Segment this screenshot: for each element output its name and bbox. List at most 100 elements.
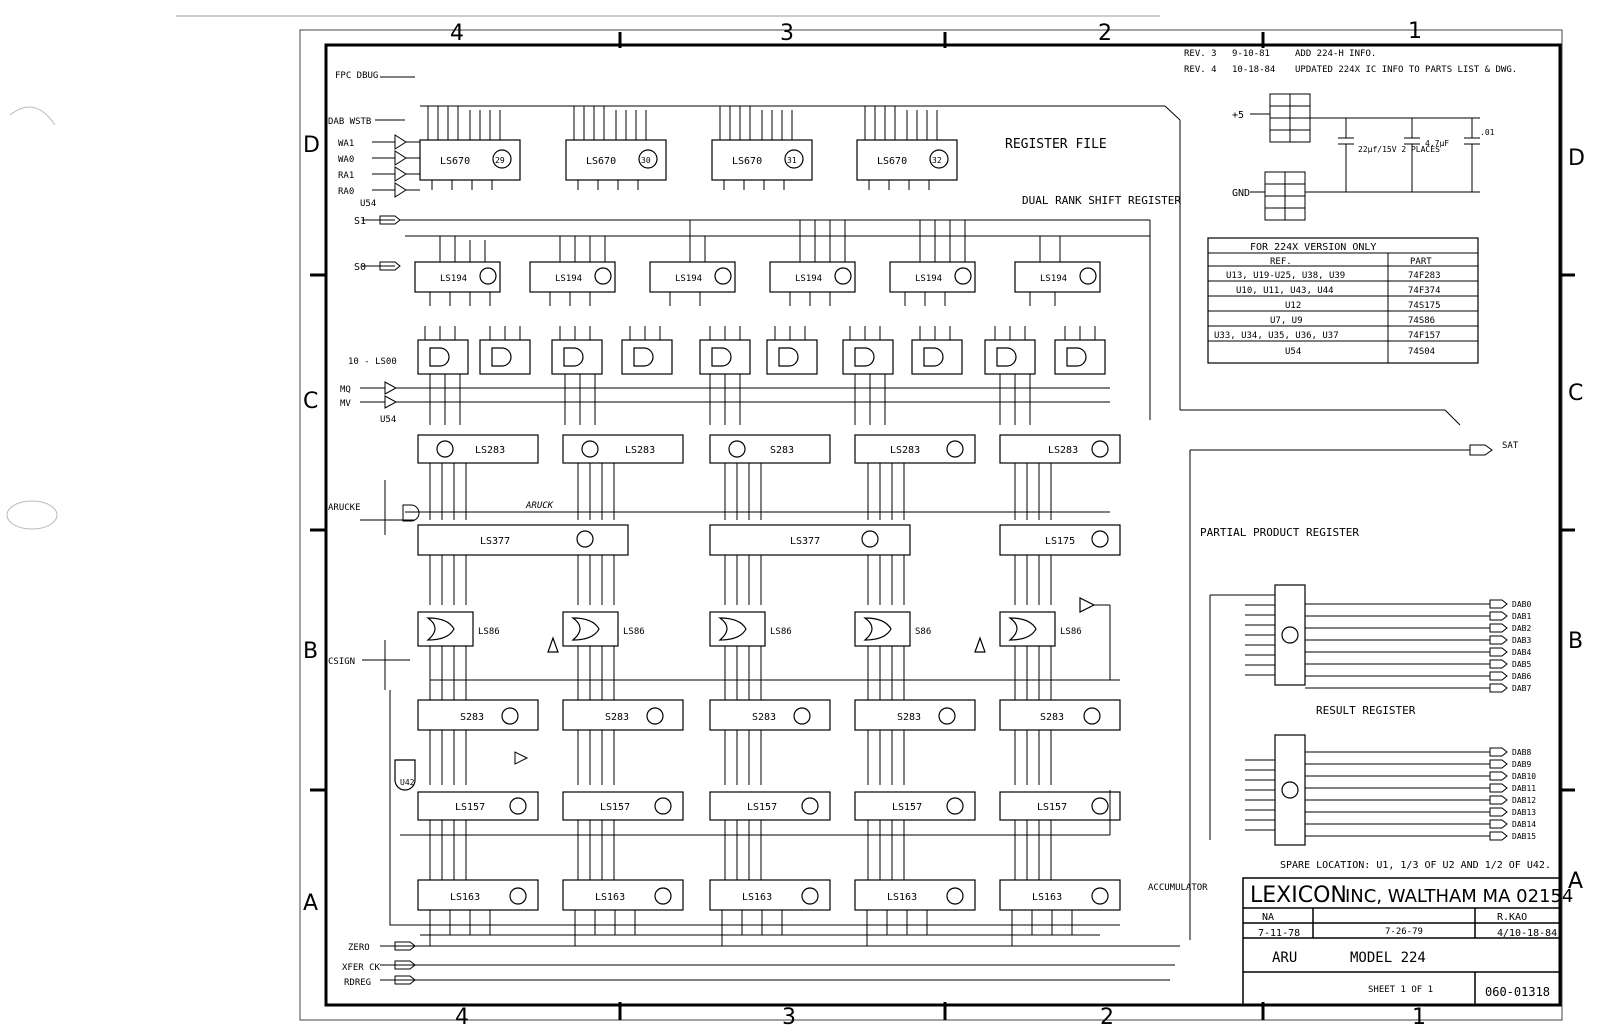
parts-row1-ref: U13, U19-U25, U38, U39	[1226, 271, 1345, 281]
parts-row3-part: 74S175	[1408, 301, 1441, 311]
sheet-border-outer	[299, 29, 1563, 1021]
company-address: INC, WALTHAM MA 02154	[1345, 886, 1573, 907]
zone-row-right-a: A	[1568, 869, 1583, 894]
buffer-u54-c: U54	[380, 415, 396, 425]
date-value: 7-11-78	[1258, 928, 1300, 939]
sheet-border-inner	[324, 43, 1562, 1007]
xor-row: CSIGN LS86 LS86 LS86 S86 LS86	[328, 597, 1120, 700]
parts-row1-part: 74F283	[1408, 271, 1441, 281]
acc-chip-5: LS163	[1032, 892, 1062, 903]
signal-s1: S1	[354, 216, 366, 227]
input-fpc-dbug: FPC DBUG	[335, 71, 378, 81]
zone-row-right-b: B	[1568, 629, 1583, 654]
res-out-dab8: DAB8	[1512, 748, 1531, 757]
parts-header-ref: REF.	[1270, 257, 1292, 267]
adder1-chip-2: LS283	[625, 445, 655, 456]
nand-gate-section: 10 - LS00 MQ MV U54	[340, 326, 1110, 425]
xor-chip-5: LS86	[1060, 627, 1082, 637]
power-plus5: +5	[1232, 110, 1244, 121]
zone-col-top-2: 2	[1098, 21, 1112, 46]
rf-chip-part-3: LS670	[732, 156, 762, 167]
zone-col-top-1: 1	[1408, 19, 1422, 44]
zone-row-left-d: D	[303, 133, 320, 158]
sheet-number: SHEET 1 OF 1	[1368, 985, 1433, 995]
res-out-dab13: DAB13	[1512, 808, 1536, 817]
parts-row6-part: 74S04	[1408, 347, 1435, 357]
pp-out-dab1: DAB1	[1512, 612, 1531, 621]
zone-row-left-b: B	[303, 639, 318, 664]
res-out-dab12: DAB12	[1512, 796, 1536, 805]
input-ra1: RA1	[338, 171, 354, 181]
cap-note-3: .01	[1480, 128, 1495, 137]
adder1-chip-4: LS283	[890, 445, 920, 456]
rev4-date: 10-18-84	[1232, 65, 1275, 75]
acc-chip-4: LS163	[887, 892, 917, 903]
accumulator-title: ACCUMULATOR	[1148, 883, 1208, 893]
parts-table-title: FOR 224X VERSION ONLY	[1250, 242, 1376, 253]
parts-row4-part: 74S86	[1408, 316, 1435, 326]
rf-chip-ref-4: 32	[932, 156, 942, 165]
xor-chip-1: LS86	[478, 627, 500, 637]
adder-row-2: S283 S283 S283 S283 S283	[389, 690, 1121, 926]
parts-row5-part: 74F157	[1408, 331, 1441, 341]
spare-location-note: SPARE LOCATION: U1, 1/3 OF U2 AND 1/2 OF…	[1280, 860, 1551, 871]
drawing-title-left: ARU	[1272, 950, 1297, 966]
rf-chip-part-4: LS670	[877, 156, 907, 167]
sr-chip-2: LS194	[555, 274, 582, 284]
output-registers: PARTIAL PRODUCT REGISTER RESULT REGISTER…	[1189, 441, 1536, 940]
zone-markers: 4 3 2 1 4 3 2 1 D C B A D C B A	[303, 19, 1585, 1030]
xor-chip-2: LS86	[623, 627, 645, 637]
pp-out-dab6: DAB6	[1512, 672, 1531, 681]
parts-row5-ref: U33, U34, U35, U36, U37	[1214, 331, 1339, 341]
rf-chip-ref-2: 30	[641, 156, 651, 165]
latch-chip-1: LS377	[480, 536, 510, 547]
mux-chip-1: LS157	[455, 802, 485, 813]
dual-rank-shift-register-title: DUAL RANK SHIFT REGISTER	[1022, 194, 1181, 207]
pp-out-dab0: DAB0	[1512, 600, 1531, 609]
adder2-chip-1: S283	[460, 712, 484, 723]
sr-chip-5: LS194	[915, 274, 942, 284]
parts-row6-ref: U54	[1285, 347, 1301, 357]
signal-mv: MV	[340, 399, 351, 409]
cap-note-1: 22µf/15V 2 PLACES	[1358, 145, 1440, 154]
res-out-dab10: DAB10	[1512, 772, 1536, 781]
zone-col-bottom-3: 3	[782, 1005, 796, 1030]
revision-block: REV. 3 9-10-81 ADD 224-H INFO. REV. 4 10…	[1184, 49, 1517, 75]
title-block: LEXICON INC, WALTHAM MA 02154 NA 7-11-78…	[1242, 877, 1573, 1006]
pp-out-dab3: DAB3	[1512, 636, 1531, 645]
buffer-u54: U54	[360, 199, 376, 209]
pp-out-dab2: DAB2	[1512, 624, 1531, 633]
res-out-dab9: DAB9	[1512, 760, 1531, 769]
rev4-id: REV. 4	[1184, 65, 1217, 75]
parts-row4-ref: U7, U9	[1270, 316, 1303, 326]
revised-date: 4/10-18-84	[1497, 928, 1557, 939]
mux-chip-3: LS157	[747, 802, 777, 813]
parts-table: FOR 224X VERSION ONLY REF. PART U13, U19…	[1207, 237, 1479, 364]
sr-chip-4: LS194	[795, 274, 822, 284]
signal-rdreg: RDREG	[344, 978, 371, 988]
drawn-by: R.KAO	[1497, 912, 1527, 923]
zone-col-bottom-1: 1	[1412, 1005, 1426, 1030]
adder1-chip-3: S283	[770, 445, 794, 456]
latch-chip-2: LS377	[790, 536, 820, 547]
signal-mq: MQ	[340, 385, 351, 395]
mux-chip-2: LS157	[600, 802, 630, 813]
rf-chip-ref-1: 29	[495, 156, 505, 165]
parts-row3-ref: U12	[1285, 301, 1301, 311]
xor-chip-4: S86	[915, 627, 931, 637]
parts-row2-part: 74F374	[1408, 286, 1441, 296]
mux-chip-4: LS157	[892, 802, 922, 813]
pp-out-dab7: DAB7	[1512, 684, 1531, 693]
signal-arucke: ARUCKE	[328, 503, 361, 513]
adder1-chip-1: LS283	[475, 445, 505, 456]
approved-date: 7-26-79	[1385, 927, 1423, 937]
parts-row2-ref: U10, U11, U43, U44	[1236, 286, 1334, 296]
rf-chip-part-2: LS670	[586, 156, 616, 167]
acc-chip-3: LS163	[742, 892, 772, 903]
sr-chip-3: LS194	[675, 274, 702, 284]
res-out-dab11: DAB11	[1512, 784, 1536, 793]
drawing-number: 060-01318	[1485, 985, 1550, 999]
latch-chip-3: LS175	[1045, 536, 1075, 547]
rf-chip-ref-3: 31	[787, 156, 797, 165]
